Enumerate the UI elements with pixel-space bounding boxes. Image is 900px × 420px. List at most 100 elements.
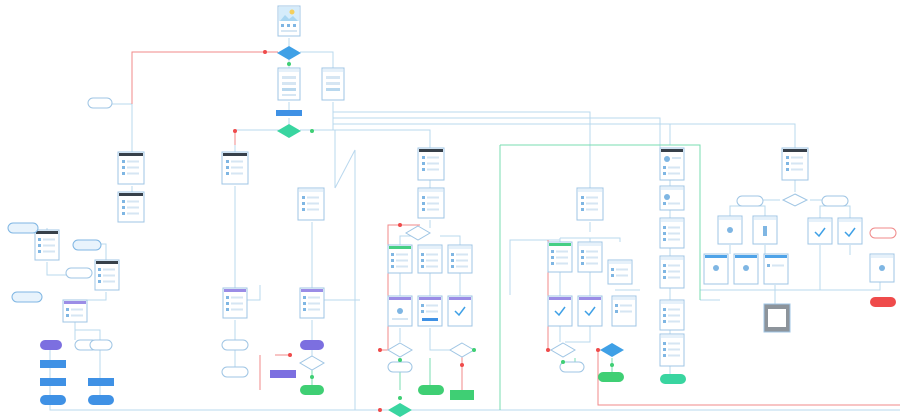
screen-settings[interactable] <box>659 217 685 249</box>
pill-mid-2[interactable] <box>559 361 585 373</box>
red-dot-5 <box>460 363 464 367</box>
decision-diamond-bottom <box>388 403 412 417</box>
blue-pill-bottom-2[interactable] <box>88 395 114 405</box>
pill-cluster-1[interactable] <box>65 267 93 279</box>
green-dot-7 <box>310 375 314 379</box>
decision-diamond-outline-5 <box>299 355 325 371</box>
screen-menu-left[interactable] <box>117 151 145 185</box>
decision-diamond-green <box>277 124 301 138</box>
screen-order-status[interactable] <box>659 333 685 367</box>
screen-item-a[interactable] <box>387 244 413 274</box>
pill-left-2[interactable] <box>221 366 249 378</box>
screen-gray-modal[interactable] <box>763 303 791 333</box>
green-dot-1 <box>287 62 291 66</box>
purple-button-mid[interactable] <box>270 370 296 378</box>
green-pill-2[interactable] <box>418 385 444 395</box>
decision-diamond-top <box>277 46 301 60</box>
blue-button-3[interactable] <box>88 378 114 386</box>
screen-map-b[interactable] <box>299 287 325 319</box>
green-dot-2 <box>310 129 314 133</box>
screen-detail-d[interactable] <box>547 295 573 327</box>
screen-onboarding-a[interactable] <box>34 229 60 261</box>
screen-orders[interactable] <box>659 255 685 289</box>
decision-diamond-outline-2 <box>387 342 413 358</box>
screen-detail-f[interactable] <box>611 295 637 327</box>
screen-detail-a[interactable] <box>387 295 413 327</box>
screen-error[interactable] <box>869 253 895 283</box>
purple-pill-left[interactable] <box>40 340 62 350</box>
red-dot-9 <box>378 408 382 412</box>
pill-start-left[interactable] <box>87 97 113 109</box>
decision-diamond-outline-4 <box>550 342 576 358</box>
pill-choice-b[interactable] <box>89 339 113 351</box>
decision-diamond-orange <box>600 343 624 357</box>
pill-blue-3[interactable] <box>11 291 43 303</box>
red-dot-1 <box>263 50 267 54</box>
screen-home[interactable] <box>277 5 301 37</box>
screen-sub-c[interactable] <box>763 253 789 285</box>
blue-button-2[interactable] <box>40 378 66 386</box>
screen-item-f[interactable] <box>607 259 633 285</box>
pill-mid-1[interactable] <box>387 361 413 373</box>
screen-item-c[interactable] <box>447 244 473 274</box>
screen-profile-2[interactable] <box>659 185 685 211</box>
flow-connectors-blue <box>46 38 900 411</box>
screen-payment-b[interactable] <box>752 215 778 245</box>
pill-left-1[interactable] <box>221 339 249 351</box>
blue-pill-bottom-1[interactable] <box>40 395 66 405</box>
green-dot-6 <box>610 363 614 367</box>
green-dot-4 <box>472 348 476 352</box>
pill-right-1[interactable] <box>736 195 764 207</box>
screen-products-a[interactable] <box>417 147 445 181</box>
screen-cart[interactable] <box>781 147 809 181</box>
green-button-3[interactable] <box>450 390 474 400</box>
screen-checkout-left[interactable] <box>62 299 88 323</box>
screen-order-detail[interactable] <box>659 299 685 331</box>
red-pill[interactable] <box>870 297 896 307</box>
pill-red-outline[interactable] <box>869 227 897 239</box>
pill-blue-1[interactable] <box>7 222 39 234</box>
screen-profile[interactable] <box>659 147 685 181</box>
red-dot-8 <box>288 353 292 357</box>
screen-log-in[interactable] <box>321 67 345 101</box>
blue-button-1[interactable] <box>40 360 66 368</box>
decision-diamond-outline-1 <box>405 225 431 241</box>
screen-item-e[interactable] <box>577 241 603 273</box>
screen-detail-e[interactable] <box>577 295 603 327</box>
screen-products-b[interactable] <box>417 187 445 219</box>
red-dot-4 <box>378 348 382 352</box>
screen-map-a[interactable] <box>222 287 248 319</box>
primary-button[interactable] <box>276 110 302 116</box>
red-dot-7 <box>596 348 600 352</box>
screen-sub-category[interactable] <box>297 187 325 221</box>
pill-right-2[interactable] <box>821 195 849 207</box>
screen-item-d[interactable] <box>547 241 573 273</box>
red-dot-3 <box>398 223 402 227</box>
screen-sign-up[interactable] <box>277 67 301 101</box>
purple-pill-mid[interactable] <box>300 340 324 350</box>
red-dot-6 <box>546 348 550 352</box>
green-pill-5[interactable] <box>660 374 686 384</box>
screen-onboarding-b[interactable] <box>94 259 120 291</box>
screen-category[interactable] <box>221 151 249 185</box>
screen-payment-a[interactable] <box>717 215 743 245</box>
screen-confirm-b[interactable] <box>837 217 863 245</box>
screen-list-left[interactable] <box>117 191 145 223</box>
screen-item-b[interactable] <box>417 244 443 274</box>
flow-connectors-green <box>311 144 701 410</box>
screen-confirm-a[interactable] <box>807 217 833 245</box>
decision-diamond-outline-6 <box>781 193 809 207</box>
green-dot-5 <box>561 360 565 364</box>
green-pill-1[interactable] <box>300 385 324 395</box>
screen-sub-a[interactable] <box>703 253 729 285</box>
screen-products-c[interactable] <box>576 187 604 221</box>
pill-blue-2[interactable] <box>72 239 102 251</box>
screen-detail-c[interactable] <box>447 295 473 327</box>
screen-sub-b[interactable] <box>733 253 759 285</box>
flow-connectors-red <box>131 51 900 406</box>
green-pill-4[interactable] <box>598 372 624 382</box>
decision-diamond-outline-3 <box>449 342 475 358</box>
green-dot-8 <box>398 396 402 400</box>
screen-detail-b[interactable] <box>417 295 443 327</box>
